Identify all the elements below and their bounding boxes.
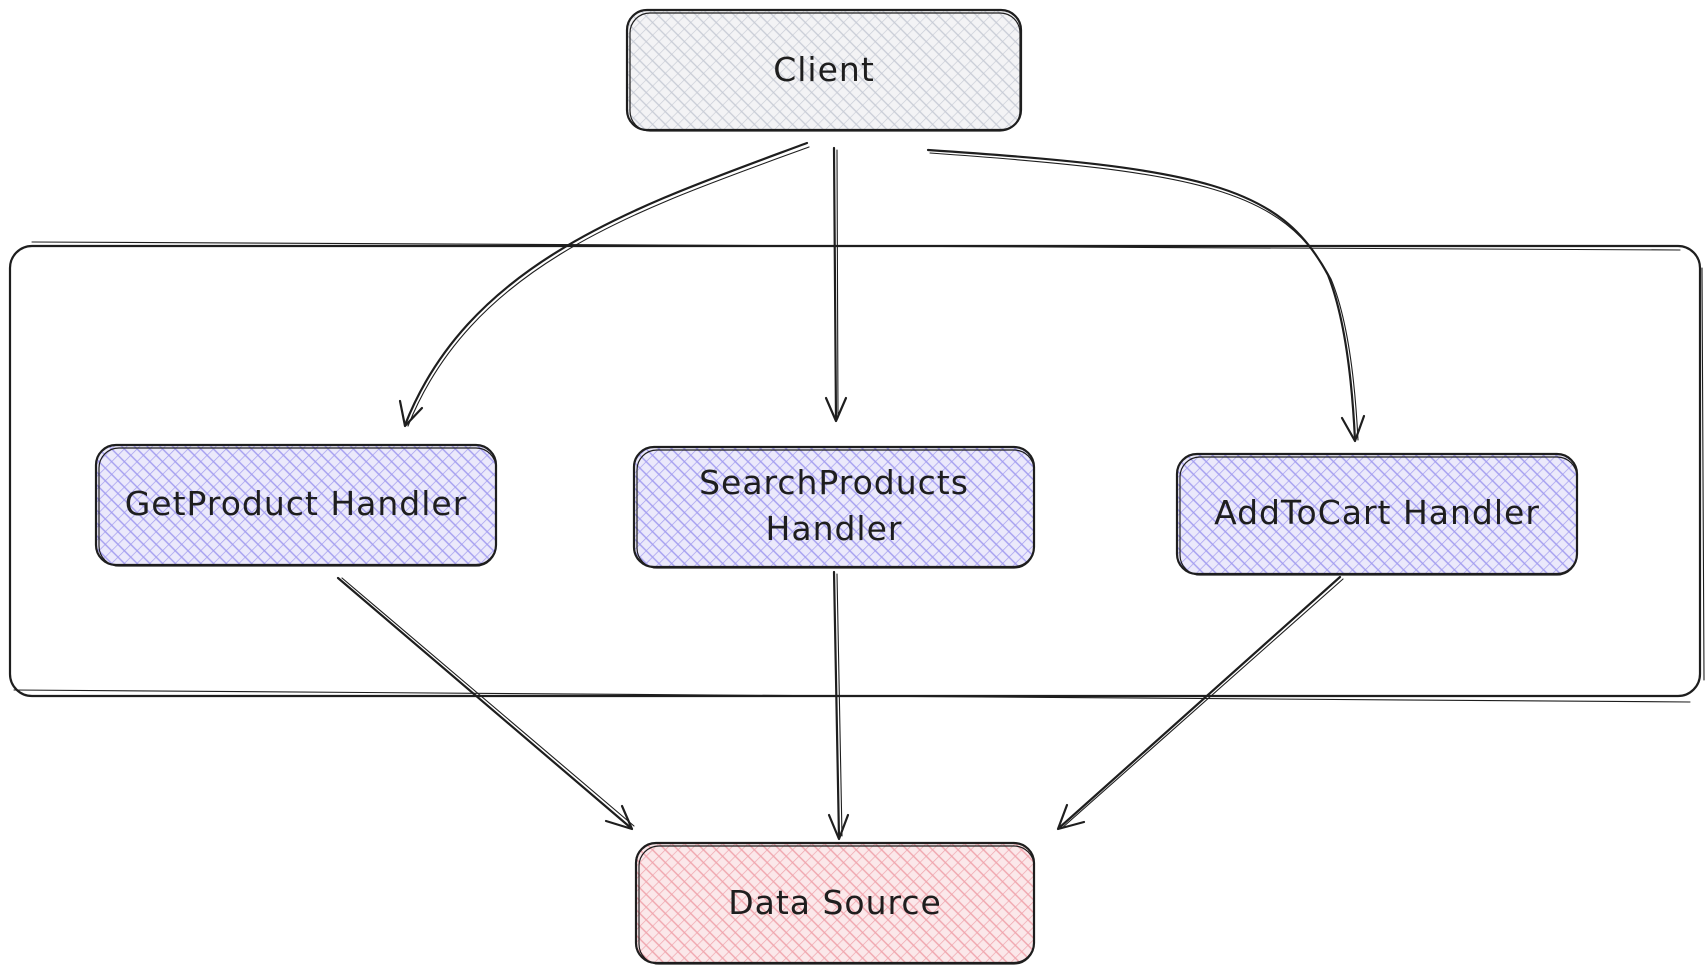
client-node[interactable]: Client (625, 8, 1023, 132)
handlers-group-container (8, 241, 1705, 703)
search-products-handler-node[interactable]: SearchProducts Handler (632, 445, 1036, 569)
search-products-handler-label-line2: Handler (766, 509, 903, 548)
edge-client-to-search-products (824, 146, 848, 423)
edge-get-product-to-data-source (336, 576, 635, 831)
get-product-handler-node[interactable]: GetProduct Handler (94, 443, 498, 567)
add-to-cart-handler-label: AddToCart Handler (1214, 493, 1540, 532)
get-product-handler-label: GetProduct Handler (125, 484, 468, 523)
data-source-label: Data Source (728, 883, 942, 922)
edge-client-to-add-to-cart (926, 148, 1366, 443)
search-products-handler-label-line1: SearchProducts (699, 463, 969, 502)
edge-search-products-to-data-source (827, 570, 850, 841)
add-to-cart-handler-node[interactable]: AddToCart Handler (1175, 452, 1579, 576)
edge-add-to-cart-to-data-source (1056, 575, 1344, 831)
edge-client-to-get-product (398, 141, 810, 428)
client-label: Client (773, 50, 875, 89)
data-source-node[interactable]: Data Source (634, 841, 1036, 965)
